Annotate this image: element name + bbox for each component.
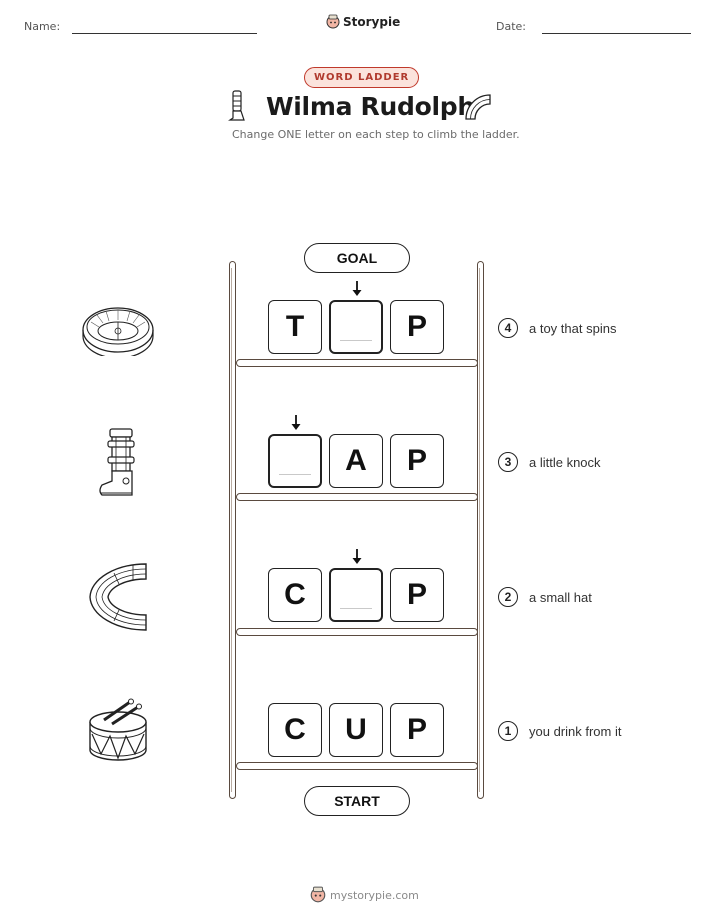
letter-tile: P xyxy=(390,434,444,488)
step-number-badge: 3 xyxy=(498,452,518,472)
brand-logo: Storypie xyxy=(326,14,400,30)
change-arrow-icon xyxy=(291,415,301,430)
letter-tile: A xyxy=(329,434,383,488)
drum-icon xyxy=(89,698,147,761)
ladder-rung xyxy=(236,762,478,770)
step-clue: a small hat xyxy=(529,590,592,605)
leg-brace-small-icon xyxy=(228,90,245,121)
footer-url[interactable]: mystorypie.com xyxy=(330,888,419,902)
page-title: Wilma Rudolph xyxy=(266,92,475,121)
letter-tile: P xyxy=(390,703,444,757)
letter-tile: P xyxy=(390,568,444,622)
ladder-rail-right xyxy=(477,261,484,799)
step-number-badge: 2 xyxy=(498,587,518,607)
ladder-rung xyxy=(236,493,478,501)
start-label: START xyxy=(304,786,410,816)
goal-label: GOAL xyxy=(304,243,410,273)
stadium-icon xyxy=(82,307,154,356)
name-label: Name: xyxy=(24,20,61,33)
blank-letter-input[interactable] xyxy=(329,568,383,622)
footer: mystorypie.com xyxy=(310,886,419,904)
page-subtitle: Change ONE letter on each step to climb … xyxy=(232,128,520,141)
date-label: Date: xyxy=(496,20,526,33)
change-arrow-icon xyxy=(352,281,362,296)
leg-brace-icon xyxy=(99,428,135,496)
date-line[interactable] xyxy=(542,33,691,34)
ladder-rung xyxy=(236,628,478,636)
track-small-icon xyxy=(465,94,491,120)
letter-tile: U xyxy=(329,703,383,757)
word-ladder-badge: WORD LADDER xyxy=(304,67,420,88)
letter-tile: C xyxy=(268,703,322,757)
step-clue: a toy that spins xyxy=(529,321,617,336)
blank-letter-input[interactable] xyxy=(268,434,322,488)
step-clue: you drink from it xyxy=(529,724,622,739)
letter-tile: P xyxy=(390,300,444,354)
step-number-badge: 4 xyxy=(498,318,518,338)
ladder-rail-left xyxy=(229,261,236,799)
step-number-badge: 1 xyxy=(498,721,518,741)
running-track-icon xyxy=(89,563,147,631)
storypie-mascot-icon xyxy=(326,14,340,29)
change-arrow-icon xyxy=(352,549,362,564)
ladder-rung xyxy=(236,359,478,367)
blank-letter-input[interactable] xyxy=(329,300,383,354)
letter-tile: C xyxy=(268,568,322,622)
storypie-mascot-icon xyxy=(310,886,326,903)
letter-tile: T xyxy=(268,300,322,354)
name-line[interactable] xyxy=(72,33,257,34)
brand-name: Storypie xyxy=(343,15,401,29)
step-clue: a little knock xyxy=(529,455,601,470)
